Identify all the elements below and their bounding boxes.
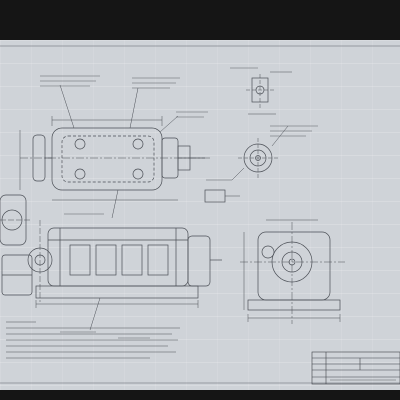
drawing-sheet (0, 40, 400, 390)
shaft-end-view (204, 125, 289, 203)
top-plan-view (19, 84, 210, 219)
engineering-drawing (0, 45, 400, 385)
front-elevation-view (27, 220, 222, 331)
annotation-strokes (40, 67, 318, 339)
title-block (311, 351, 400, 385)
sheet-border (0, 45, 400, 384)
exhaust-flange-detail (246, 71, 292, 115)
side-elevation-view (240, 219, 345, 324)
left-edge-view (0, 194, 33, 296)
general-notes (6, 321, 180, 359)
